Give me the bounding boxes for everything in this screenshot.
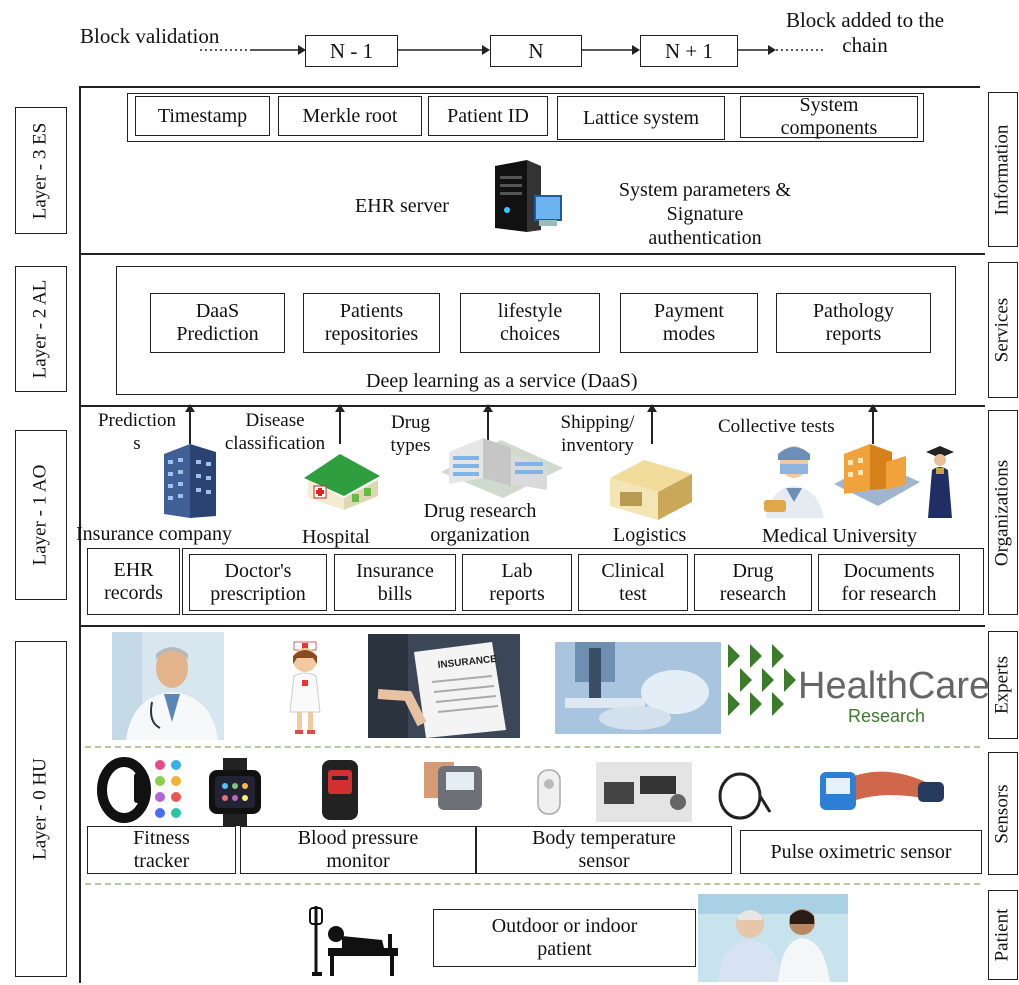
logistics-warehouse-icon bbox=[610, 460, 692, 520]
doctor-photo bbox=[112, 632, 224, 740]
experts-label-box: Experts bbox=[988, 631, 1018, 739]
record-box-ehr: EHR records bbox=[87, 548, 180, 615]
layer0-label: Layer - 0 HU bbox=[29, 758, 51, 860]
insurance-document-photo: INSURANCE bbox=[368, 634, 520, 738]
chain-arrows bbox=[200, 45, 826, 55]
service-box-lifestyle-choices: lifestyle choices bbox=[460, 293, 600, 353]
org-drug-research: Drug research organization bbox=[423, 500, 537, 546]
graduate-icon bbox=[926, 446, 954, 518]
arrow-label-disease-classification: Disease classification bbox=[224, 410, 326, 454]
healthcare-research-logo-mark bbox=[728, 644, 796, 716]
service-box-daas-prediction: DaaS Prediction bbox=[150, 293, 285, 353]
info-box-timestamp: Timestamp bbox=[135, 96, 270, 136]
blood-pressure-monitor-icon bbox=[322, 760, 358, 820]
wrist-bp-icon bbox=[424, 762, 482, 810]
fitness-colors-icon bbox=[155, 760, 181, 818]
record-box-drug-research: Drug research bbox=[694, 554, 812, 611]
block-added-label: Block added to the chain bbox=[785, 8, 945, 58]
org-medical-university: Medical University bbox=[762, 525, 917, 547]
nurse-icon bbox=[289, 641, 321, 734]
record-box-lab-reports: Lab reports bbox=[462, 554, 572, 611]
service-box-payment-modes: Payment modes bbox=[620, 293, 758, 353]
layer0-label-box: Layer - 0 HU bbox=[15, 641, 67, 977]
record-box-clinical-test: Clinical test bbox=[578, 554, 688, 611]
layer1-label: Layer - 1 AO bbox=[29, 464, 51, 566]
vertical-line-left bbox=[79, 86, 81, 983]
separator-sensors-patient bbox=[85, 883, 980, 885]
hospital-bed-patient-icon bbox=[309, 906, 398, 976]
arrow-label-collective-tests: Collective tests bbox=[718, 416, 835, 437]
arrow-label-shipping-inventory: Shipping/ inventory bbox=[560, 412, 635, 456]
separator-experts-sensors bbox=[85, 746, 980, 748]
sensor-cable-icon bbox=[718, 772, 772, 820]
layer2-label: Layer - 2 AL bbox=[29, 279, 51, 379]
organizations-label-box: Organizations bbox=[988, 410, 1018, 615]
experts-label: Experts bbox=[991, 655, 1013, 715]
sensor-box-fitness-tracker: Fitness tracker bbox=[87, 826, 236, 874]
org-insurance-company: Insurance company bbox=[76, 523, 233, 545]
drug-research-building-icon bbox=[441, 438, 563, 498]
healthcare-logo-sub: Research bbox=[848, 706, 926, 726]
block-validation-label: Block validation bbox=[80, 24, 220, 48]
layer3-label-box: Layer - 3 ES bbox=[15, 107, 67, 234]
temperature-sensor-kit-icon bbox=[596, 762, 692, 822]
daas-container bbox=[116, 266, 956, 395]
healthcare-logo-main: HealthCare bbox=[798, 665, 991, 707]
info-box-lattice-system: Lattice system bbox=[557, 96, 725, 140]
sensor-box-pulse-oximetric: Pulse oximetric sensor bbox=[740, 830, 982, 874]
hospital-icon bbox=[304, 454, 380, 510]
block-n-plus-1: N + 1 bbox=[640, 35, 738, 67]
separator-layer3-layer2 bbox=[80, 253, 985, 255]
service-box-patients-repositories: Patients repositories bbox=[303, 293, 440, 353]
records-container bbox=[182, 548, 984, 615]
service-box-pathology-reports: Pathology reports bbox=[776, 293, 931, 353]
patient-label: Patient bbox=[991, 908, 1013, 962]
block-n-minus-1: N - 1 bbox=[305, 35, 398, 67]
separator-layer1-layer0 bbox=[80, 625, 985, 627]
smartwatch-icon bbox=[209, 758, 261, 826]
record-box-doctors-prescription: Doctor's prescription bbox=[189, 554, 327, 611]
sensor-box-blood-pressure-monitor: Blood pressure monitor bbox=[240, 826, 476, 874]
outdoor-indoor-patient-box: Outdoor or indoor patient bbox=[433, 909, 696, 967]
info-box-patient-id: Patient ID bbox=[428, 96, 548, 136]
layer2-label-box: Layer - 2 AL bbox=[15, 266, 67, 392]
system-params-label: System parameters & Signature authentica… bbox=[618, 179, 792, 249]
arrow-label-drug-types: Drug types bbox=[390, 412, 431, 456]
sensor-box-body-temperature: Body temperature sensor bbox=[476, 826, 732, 874]
info-box-system-components: System components bbox=[740, 94, 918, 139]
ehr-server-label: EHR server bbox=[355, 195, 449, 217]
org-logistics: Logistics bbox=[613, 524, 687, 546]
sensors-label: Sensors bbox=[991, 783, 1013, 844]
arrow-label-predictions: Prediction s bbox=[97, 410, 177, 454]
layer1-label-box: Layer - 1 AO bbox=[15, 430, 67, 600]
server-icon bbox=[495, 160, 562, 232]
university-building-icon bbox=[834, 444, 920, 506]
services-label-box: Services bbox=[988, 262, 1018, 398]
doctor-icon bbox=[764, 446, 824, 518]
insurance-building-icon bbox=[164, 444, 216, 518]
org-hospital: Hospital bbox=[302, 526, 370, 548]
block-n: N bbox=[490, 35, 582, 67]
layer3-label: Layer - 3 ES bbox=[29, 122, 51, 219]
record-box-insurance-bills: Insurance bills bbox=[334, 554, 456, 611]
organizations-label: Organizations bbox=[991, 459, 1013, 566]
info-box-container bbox=[127, 93, 924, 142]
separator-layer2-layer1 bbox=[80, 405, 985, 407]
pulse-oximeter-icon bbox=[820, 771, 944, 810]
information-label: Information bbox=[991, 124, 1013, 215]
information-label-box: Information bbox=[988, 92, 1018, 247]
microscope-photo bbox=[555, 642, 721, 734]
thermometer-sensor-icon bbox=[537, 769, 561, 815]
services-label: Services bbox=[991, 297, 1013, 363]
patient-care-photo bbox=[698, 894, 848, 982]
service-arrows bbox=[185, 404, 878, 444]
separator-top bbox=[80, 86, 980, 88]
daas-label: Deep learning as a service (DaaS) bbox=[366, 370, 638, 392]
sensors-label-box: Sensors bbox=[988, 752, 1018, 875]
info-box-merkle-root: Merkle root bbox=[278, 96, 422, 136]
patient-label-box: Patient bbox=[988, 890, 1018, 980]
record-box-documents-for-research: Documents for research bbox=[818, 554, 960, 611]
fitness-band-icon bbox=[97, 757, 151, 823]
